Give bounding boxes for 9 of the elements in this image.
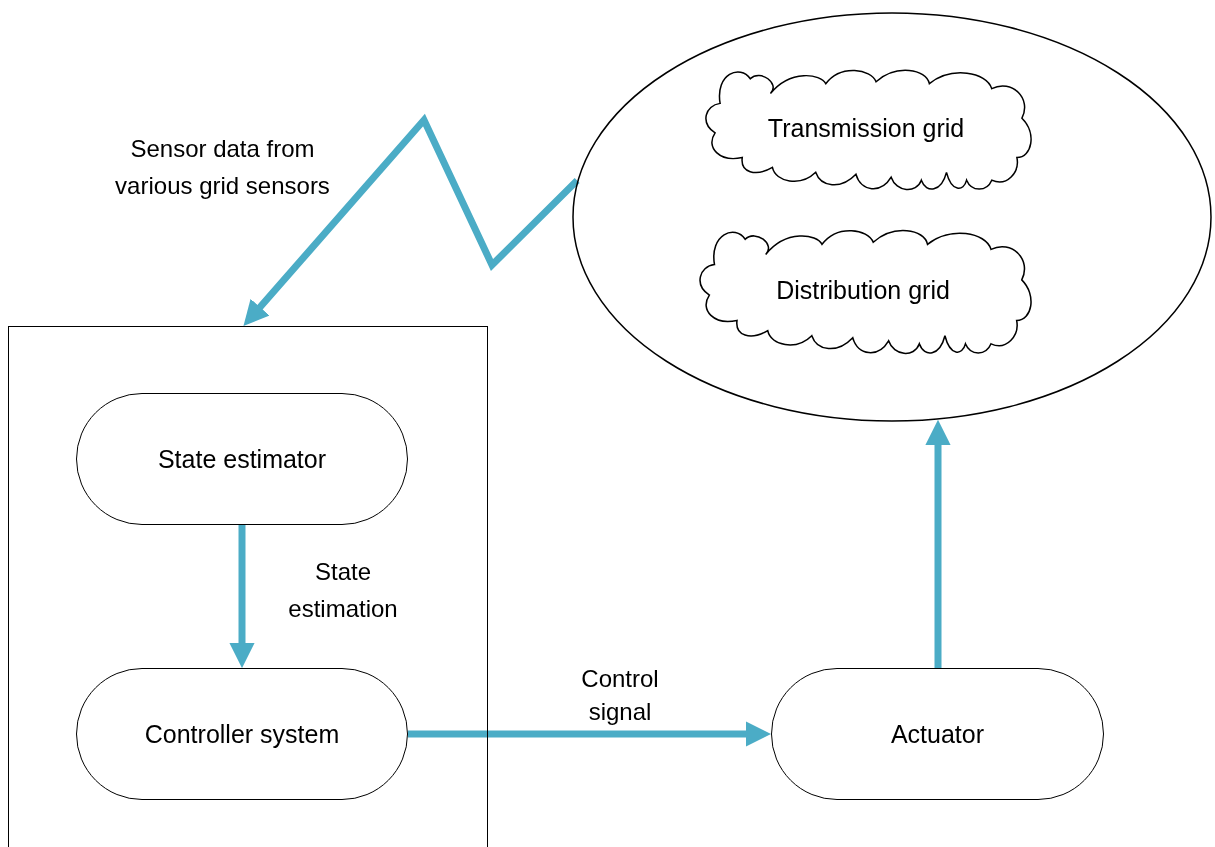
node-label: State estimator bbox=[157, 444, 327, 475]
node-label: Distribution grid bbox=[775, 275, 951, 306]
edge-label: Control signal bbox=[580, 664, 660, 727]
node-label: Transmission grid bbox=[766, 113, 966, 144]
edge-label: Sensor data from various grid sensors bbox=[114, 134, 331, 201]
arrow bbox=[243, 113, 580, 327]
node-label: Actuator bbox=[890, 719, 985, 750]
node-label: Controller system bbox=[144, 719, 340, 750]
edge-label: State estimation bbox=[287, 557, 399, 624]
